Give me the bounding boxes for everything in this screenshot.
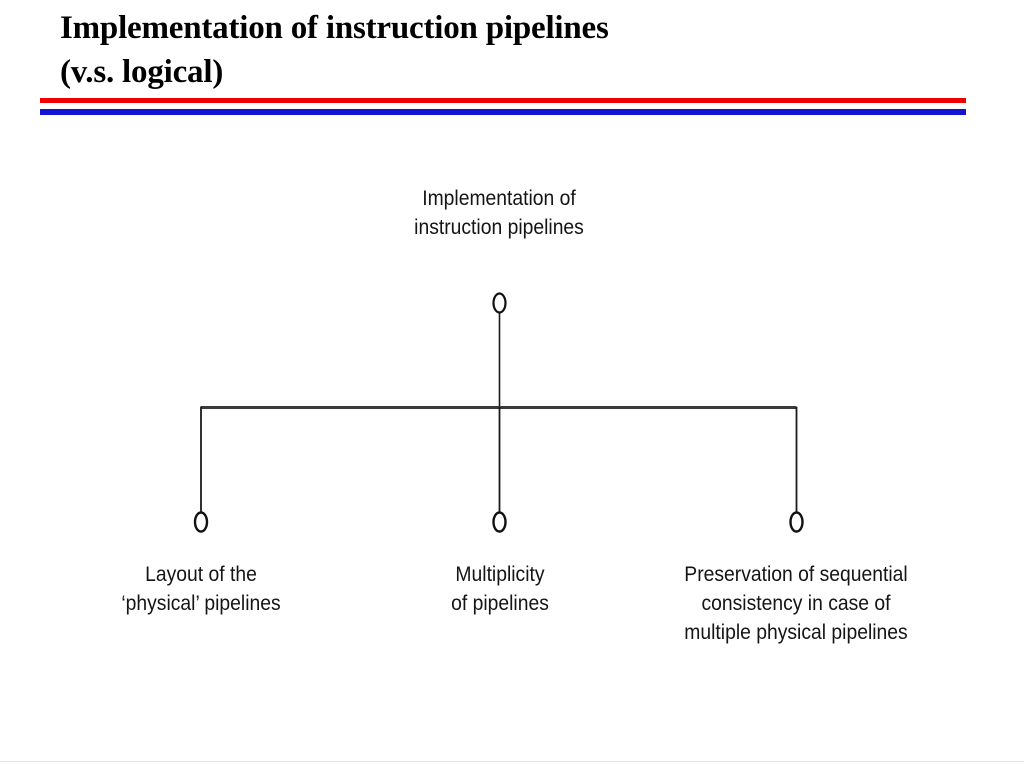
node-label-root: Implementation of instruction pipelines bbox=[361, 184, 637, 242]
tree-diagram: Implementation of instruction pipelines … bbox=[0, 150, 1024, 710]
node-label-root-line-1: Implementation of bbox=[422, 187, 576, 210]
tree-diagram-edges bbox=[193, 292, 804, 533]
node-label-leaf-multiplicity-line-1: Multiplicity bbox=[455, 563, 545, 586]
footer-divider bbox=[0, 761, 1024, 762]
node-leaf-layout[interactable] bbox=[193, 511, 209, 533]
title-divider-red bbox=[40, 98, 966, 103]
page-title-line-1: Implementation of instruction pipelines bbox=[60, 10, 609, 46]
node-leaf-multiplicity[interactable] bbox=[492, 511, 507, 533]
node-label-leaf-layout-line-1: Layout of the bbox=[145, 563, 257, 586]
node-label-leaf-preservation-line-3: multiple physical pipelines bbox=[684, 621, 908, 644]
node-root[interactable] bbox=[492, 292, 507, 314]
page-title-line-2: (v.s. logical) bbox=[60, 54, 224, 90]
node-label-leaf-preservation-line-1: Preservation of sequential bbox=[684, 563, 908, 586]
node-label-leaf-layout: Layout of the ‘physical’ pipelines bbox=[72, 560, 330, 618]
node-label-leaf-preservation-line-2: consistency in case of bbox=[701, 592, 891, 615]
node-label-leaf-preservation: Preservation of sequential consistency i… bbox=[658, 560, 934, 647]
title-divider-blue bbox=[40, 109, 966, 115]
page-title: Implementation of instruction pipelines … bbox=[60, 6, 980, 94]
node-label-root-line-2: instruction pipelines bbox=[414, 216, 584, 239]
node-label-leaf-layout-line-2: ‘physical’ pipelines bbox=[121, 592, 281, 615]
node-label-leaf-multiplicity: Multiplicity of pipelines bbox=[386, 560, 614, 618]
node-label-leaf-multiplicity-line-2: of pipelines bbox=[451, 592, 549, 615]
node-leaf-preservation[interactable] bbox=[789, 511, 804, 533]
